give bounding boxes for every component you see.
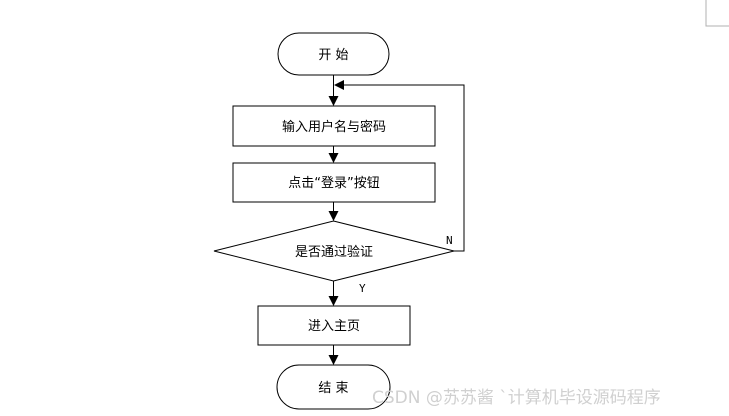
- input-credentials-node: 输入用户名与密码: [232, 105, 436, 147]
- click-login-label: 点击“登录”按钮: [288, 176, 379, 191]
- end-node-label: 结 束: [318, 381, 348, 396]
- edge-no-label: N: [446, 234, 453, 247]
- csdn-watermark: CSDN @苏苏酱 `计算机毕设源码程序: [372, 388, 661, 408]
- verification-decision-node: 是否通过验证: [213, 220, 455, 282]
- start-node: 开 始: [277, 32, 390, 76]
- end-node-shape: [276, 364, 391, 410]
- enter-home-node: 进入主页: [257, 305, 411, 346]
- click-login-node: 点击“登录”按钮: [232, 162, 436, 203]
- input-credentials-shape: [232, 105, 436, 147]
- verification-decision-label: 是否通过验证: [295, 244, 373, 260]
- start-node-label: 开 始: [318, 48, 348, 63]
- edge-decision-no-loop: [334, 80, 465, 252]
- end-node: 结 束: [276, 364, 391, 410]
- edge-yes-label: Y: [359, 282, 366, 295]
- enter-home-label: 进入主页: [308, 319, 360, 334]
- input-credentials-label: 输入用户名与密码: [282, 119, 386, 135]
- page-corner-mark: [705, 0, 729, 27]
